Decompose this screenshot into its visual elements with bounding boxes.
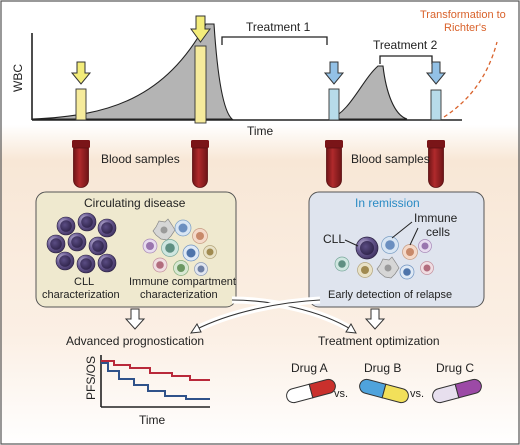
drug-comparison: Drug A Drug B Drug C vs. vs.: [286, 361, 482, 404]
treatment-2-label: Treatment 2: [373, 38, 438, 52]
immune-cell-icon: [194, 262, 208, 276]
km-blue-curve: [101, 362, 210, 400]
immune-cells-label-line1: Immune: [414, 211, 458, 225]
wbc-axis-label: WBC: [11, 64, 25, 92]
wbc-timeline: WBC Time Treatment 1 Treatment 2 Transfo…: [11, 9, 506, 138]
cll-cell-icon: [56, 216, 76, 236]
cll-cell-icon: [67, 232, 87, 252]
transformation-label-line1: Transformation to: [420, 9, 506, 21]
blood-tube-icon: [72, 140, 90, 188]
immune-cell-cluster: [142, 218, 217, 276]
blood-tube-icon: [427, 140, 445, 188]
transformation-label-line2: Richter's: [444, 22, 487, 34]
blue-down-arrow-icon: [425, 61, 447, 85]
immune-cell-icon: [381, 236, 399, 254]
blue-down-arrow-icon: [323, 61, 345, 85]
cll-cell-icon: [55, 251, 75, 271]
cll-cell-cluster: [46, 212, 117, 274]
sample-bar-3: [328, 88, 340, 121]
immune-cell-icon: [203, 245, 217, 259]
sample-bar-1: [75, 88, 87, 121]
vs-label-2: vs.: [410, 388, 424, 400]
outline-down-arrow-icon: [364, 308, 386, 330]
in-remission-title: In remission: [355, 196, 420, 210]
immune-cell-icon: [418, 239, 432, 253]
immune-cell-icon: [420, 261, 434, 275]
treatment-1-label: Treatment 1: [246, 20, 311, 34]
immune-cell-icon: [399, 264, 415, 280]
cll-cell-icon: [88, 236, 108, 256]
immune-cell-icon: [173, 260, 189, 276]
capsule-icon: [286, 378, 336, 404]
yellow-down-arrow-icon: [190, 15, 211, 43]
immune-cell-icon: [142, 238, 158, 254]
km-y-label: PFS/OS: [84, 356, 98, 400]
cll-cell-icon: [77, 212, 97, 232]
immune-pointer-line-2: [409, 227, 419, 246]
circulating-disease-panel: Circulating disease CLL ch: [35, 191, 237, 308]
advanced-prognostication-label: Advanced prognostication: [66, 334, 204, 348]
cll-pointer-line: [344, 239, 359, 247]
in-remission-panel: In remission Immune cells CLL Early dete…: [308, 191, 485, 308]
wbc-curve-phase-2: [329, 65, 408, 120]
km-x-label: Time: [139, 413, 166, 427]
drug-a-label: Drug A: [291, 361, 328, 375]
km-red-curve: [101, 360, 210, 381]
circulating-disease-title: Circulating disease: [84, 196, 186, 210]
immune-cells-label-line2: cells: [426, 225, 450, 239]
immune-cell-icon: [152, 257, 168, 273]
early-detection-label: Early detection of relapse: [328, 289, 452, 301]
blood-tube-icon: [325, 140, 343, 188]
cll-cell-icon: [97, 218, 117, 238]
outline-down-arrow-icon: [124, 308, 146, 330]
treatment-1-bracket: [221, 36, 328, 45]
cll-cell-icon: [97, 253, 117, 273]
cll-characterization-line1: CLL: [74, 276, 94, 288]
yellow-down-arrow-icon: [70, 61, 92, 85]
blood-samples-label-right: Blood samples: [351, 152, 430, 166]
treatment-optimization-label: Treatment optimization: [318, 334, 440, 348]
capsule-icon: [359, 378, 409, 404]
immune-cell-icon: [161, 239, 179, 257]
immune-cell-icon: [174, 219, 192, 237]
cll-cell-icon: [355, 236, 379, 260]
sample-bar-2: [194, 45, 207, 124]
immune-cell-icon: [182, 244, 200, 262]
immune-cell-icon: [152, 218, 176, 241]
immune-pointer-line-1: [391, 221, 413, 239]
blood-samples-label-left: Blood samples: [101, 152, 180, 166]
immune-cell-icon: [334, 256, 350, 272]
blood-samples-row: Blood samples Blood samples: [72, 140, 445, 188]
cll-characterization-line2: characterization: [42, 289, 120, 301]
remission-cll-label: CLL: [323, 232, 345, 246]
richter-transformation-path: [443, 41, 498, 118]
immune-cell-icon: [402, 244, 418, 260]
immune-characterization-line1: Immune compartment: [129, 276, 236, 288]
immune-cell-icon: [357, 262, 373, 278]
survival-plot: PFS/OS Time: [84, 355, 210, 427]
drug-b-label: Drug B: [364, 361, 401, 375]
time-axis-label: Time: [247, 124, 274, 138]
immune-characterization-line2: characterization: [140, 289, 218, 301]
drug-c-label: Drug C: [436, 361, 474, 375]
sample-bar-4: [430, 89, 442, 121]
vs-label-1: vs.: [334, 388, 348, 400]
immune-cell-icon: [376, 256, 400, 279]
treatment-2-bracket: [379, 55, 433, 64]
cll-cell-icon: [76, 254, 96, 274]
cll-cell-icon: [46, 234, 66, 254]
crossing-arrows: [124, 296, 386, 334]
immune-cell-icon: [192, 228, 208, 244]
capsule-icon: [432, 378, 482, 404]
blood-tube-icon: [191, 140, 209, 188]
